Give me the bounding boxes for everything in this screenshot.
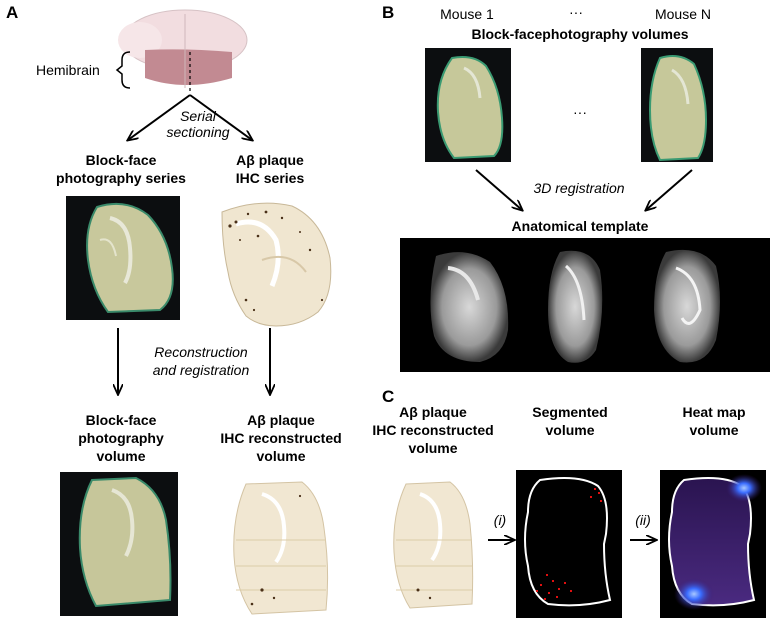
registration-label: 3D registration <box>533 180 625 196</box>
segmented-title-2: volume <box>545 422 595 438</box>
whole-brain-illustration <box>118 9 248 92</box>
ihc-volume-image-a <box>233 481 329 615</box>
mouse-1-label: Mouse 1 <box>440 6 494 22</box>
ihc-volume-title-c-2: IHC reconstructed <box>372 422 494 438</box>
mouse-ellipsis: ··· <box>569 4 583 20</box>
ihc-volume-image-c <box>393 481 474 609</box>
reconstruction-label-2: and registration <box>152 362 250 378</box>
arrow-to-ihc-series <box>189 94 252 140</box>
ihc-volume-title-a-1: Aβ plaque <box>247 412 315 428</box>
panel-label-c: C <box>382 387 395 406</box>
segmented-title-1: Segmented <box>532 404 608 420</box>
ihc-series-title-2: IHC series <box>235 170 305 186</box>
serial-label-2: sectioning <box>166 124 230 140</box>
blockface-series-title-2: photography series <box>56 170 186 186</box>
ihc-series-title-1: Aβ plaque <box>236 152 304 168</box>
serial-label-1: Serial <box>180 108 216 124</box>
arrow-to-blockface-series <box>128 94 191 140</box>
ihc-series-image <box>221 202 332 327</box>
mouse-n-label: Mouse N <box>654 6 712 22</box>
step-i-label: (i) <box>493 512 507 528</box>
volumes-ellipsis: ··· <box>573 104 587 120</box>
template-title: Anatomical template <box>511 218 649 234</box>
blockface-series-title-1: Block-face <box>85 152 157 168</box>
blockface-volume-title-1: Block-face <box>85 412 157 428</box>
reconstruction-label-1: Reconstruction <box>154 344 248 360</box>
ihc-volume-title-c-3: volume <box>408 440 458 456</box>
arrow-mouse1-to-template <box>475 169 522 210</box>
volumes-title: Block-facephotography volumes <box>471 26 689 42</box>
panel-label-b: B <box>382 3 395 22</box>
ihc-volume-title-a-2: IHC reconstructed <box>220 430 342 446</box>
ihc-volume-title-c-1: Aβ plaque <box>399 404 467 420</box>
blockface-volume-title-3: volume <box>96 448 146 464</box>
panel-label-a: A <box>6 3 19 22</box>
heatmap-title-1: Heat map <box>682 404 746 420</box>
hemibrain-bracket <box>115 51 131 89</box>
hemibrain-label: Hemibrain <box>36 62 100 78</box>
step-ii-label: (ii) <box>635 512 651 528</box>
blockface-volume-title-2: photography <box>78 430 164 446</box>
ihc-volume-title-a-3: volume <box>256 448 306 464</box>
heatmap-title-2: volume <box>689 422 739 438</box>
arrow-mousen-to-template <box>646 169 693 210</box>
